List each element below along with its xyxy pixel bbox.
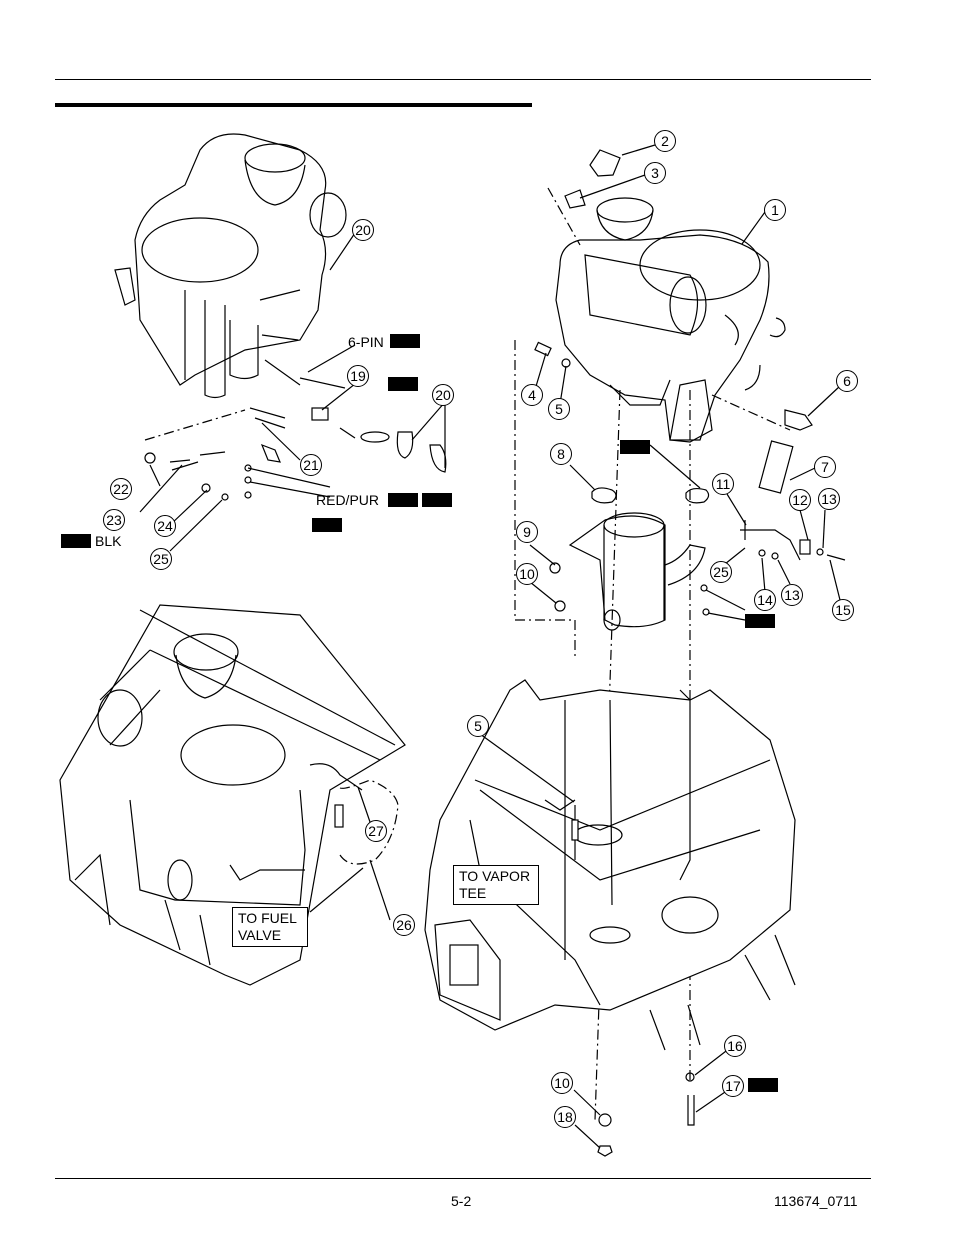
callout-13: 13 [818,488,840,510]
reference-tag [745,614,775,628]
callout-4: 4 [521,384,543,406]
reference-tag [620,440,650,454]
callout-18: 18 [554,1106,576,1128]
leader-lines [139,144,841,1149]
callout-5: 5 [548,398,570,420]
callout-7: 7 [814,456,836,478]
document-code: 113674_0711 [774,1193,858,1209]
callout-14: 14 [754,589,776,611]
callout-5: 5 [467,715,489,737]
callout-22: 22 [110,478,132,500]
upper-left-parts [144,377,447,501]
page-number: 5-2 [451,1193,472,1209]
reference-tag [422,493,452,507]
engine-right [555,197,786,443]
label-red-pur: RED/PUR [316,492,380,508]
callout-20: 20 [432,384,454,406]
section-rule [55,103,532,107]
right-parts [514,149,846,1121]
callout-6: 6 [836,370,858,392]
header-rule [55,79,871,80]
reference-tag [312,518,342,532]
chassis-lower-left [59,604,406,986]
reference-tag [748,1078,778,1092]
callout-16: 16 [724,1035,746,1057]
callout-11: 11 [712,473,734,495]
callout-27: 27 [365,820,387,842]
callout-25: 25 [150,548,172,570]
label-to-fuel-valve: TO FUEL VALVE [232,907,308,947]
callout-19: 19 [347,365,369,387]
footer-rule [55,1178,871,1179]
chassis-right [424,679,796,1157]
callout-15: 15 [832,599,854,621]
callout-13: 13 [781,584,803,606]
reference-tag [388,377,418,391]
callout-20: 20 [352,219,374,241]
callout-9: 9 [516,521,538,543]
label-blk: BLK [95,533,122,549]
engine-upper-left [114,133,347,399]
reference-tag [388,493,418,507]
label-to-vapor-tee: TO VAPOR TEE [453,865,539,905]
callout-3: 3 [644,162,666,184]
callout-10: 10 [551,1072,573,1094]
callout-12: 12 [789,489,811,511]
callout-21: 21 [300,454,322,476]
callout-1: 1 [764,199,786,221]
callout-17: 17 [722,1075,744,1097]
callout-2: 2 [654,130,676,152]
callout-10: 10 [516,563,538,585]
callout-26: 26 [393,914,415,936]
reference-tag [61,534,91,548]
callout-24: 24 [154,515,176,537]
callout-25: 25 [710,561,732,583]
callout-23: 23 [103,509,125,531]
label-6-pin: 6-PIN [348,334,384,350]
reference-tag [390,334,420,348]
callout-8: 8 [550,443,572,465]
